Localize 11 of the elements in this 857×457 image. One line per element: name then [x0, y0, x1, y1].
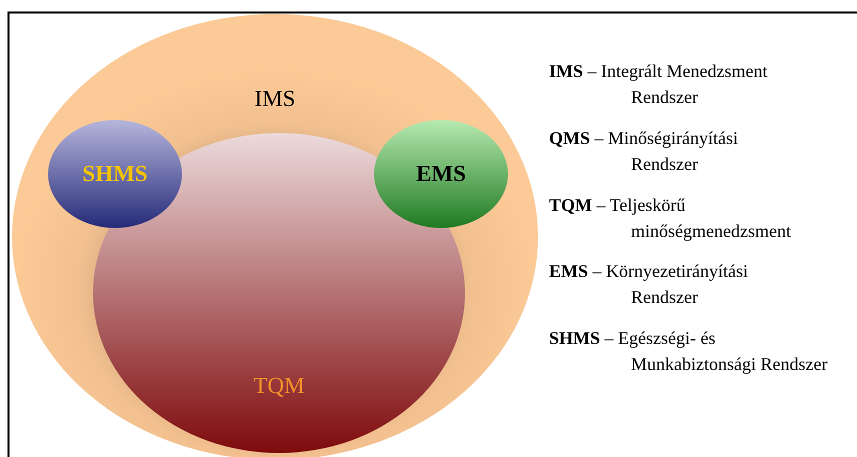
node-label: IMS: [254, 86, 296, 111]
definition-text: SHMS – Egészségi- és Munkabiztonsági Rendszer: [549, 327, 828, 376]
node-label: TQM: [253, 373, 305, 398]
node-label: SHMS: [82, 161, 148, 186]
small-ellipse: [374, 120, 508, 228]
definition-text: TQM – Teljeskörű minőségmenedzsment: [549, 194, 792, 243]
node-label: EMS: [416, 161, 466, 186]
definition-text: EMS – Környezetirányítási Rendszer: [549, 260, 749, 309]
definition-text: QMS – Minőségirányítási Rendszer: [549, 127, 739, 176]
small-ellipse: [48, 120, 182, 228]
definition-text: IMS – Integrált Menedzsment Rendszer: [549, 60, 768, 109]
